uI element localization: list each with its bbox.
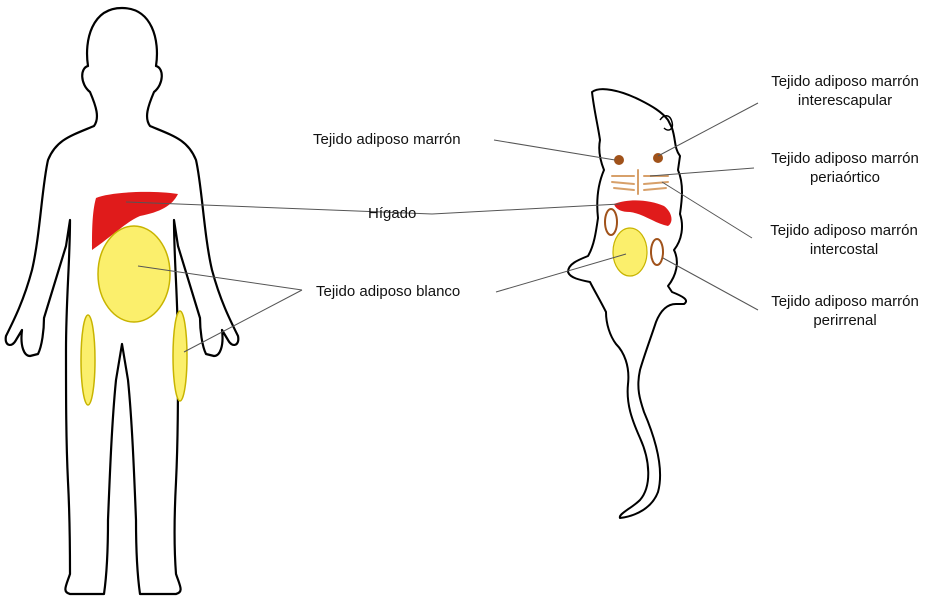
mouse-interscapular-brown-fat-left <box>614 155 624 165</box>
mouse-white-fat <box>613 228 647 276</box>
label-perirrenal: Tejido adiposo marrón perirrenal <box>758 292 932 330</box>
label-periaortico-line2: periaórtico <box>758 168 932 187</box>
label-interescapular-line1: Tejido adiposo marrón <box>760 72 930 91</box>
human-left-thigh-white-fat <box>81 315 95 405</box>
human-abdominal-white-fat <box>98 226 170 322</box>
label-tejido-adiposo-blanco: Tejido adiposo blanco <box>316 282 460 301</box>
label-intercostal-line1: Tejido adiposo marrón <box>756 221 932 240</box>
label-higado: Hígado <box>368 204 416 223</box>
mouse-silhouette <box>568 89 686 518</box>
human-right-thigh-white-fat <box>173 311 187 401</box>
leader-higado-mouse <box>432 204 620 214</box>
label-periaortico: Tejido adiposo marrón periaórtico <box>758 149 932 187</box>
label-periaortico-line1: Tejido adiposo marrón <box>758 149 932 168</box>
label-interescapular-line2: interescapular <box>760 91 930 110</box>
label-perirrenal-line2: perirrenal <box>758 311 932 330</box>
leader-tam-human <box>494 140 615 160</box>
label-interescapular: Tejido adiposo marrón interescapular <box>760 72 930 110</box>
label-perirrenal-line1: Tejido adiposo marrón <box>758 292 932 311</box>
label-tejido-adiposo-marron-human: Tejido adiposo marrón <box>313 130 461 149</box>
label-intercostal: Tejido adiposo marrón intercostal <box>756 221 932 259</box>
label-intercostal-line2: intercostal <box>756 240 932 259</box>
